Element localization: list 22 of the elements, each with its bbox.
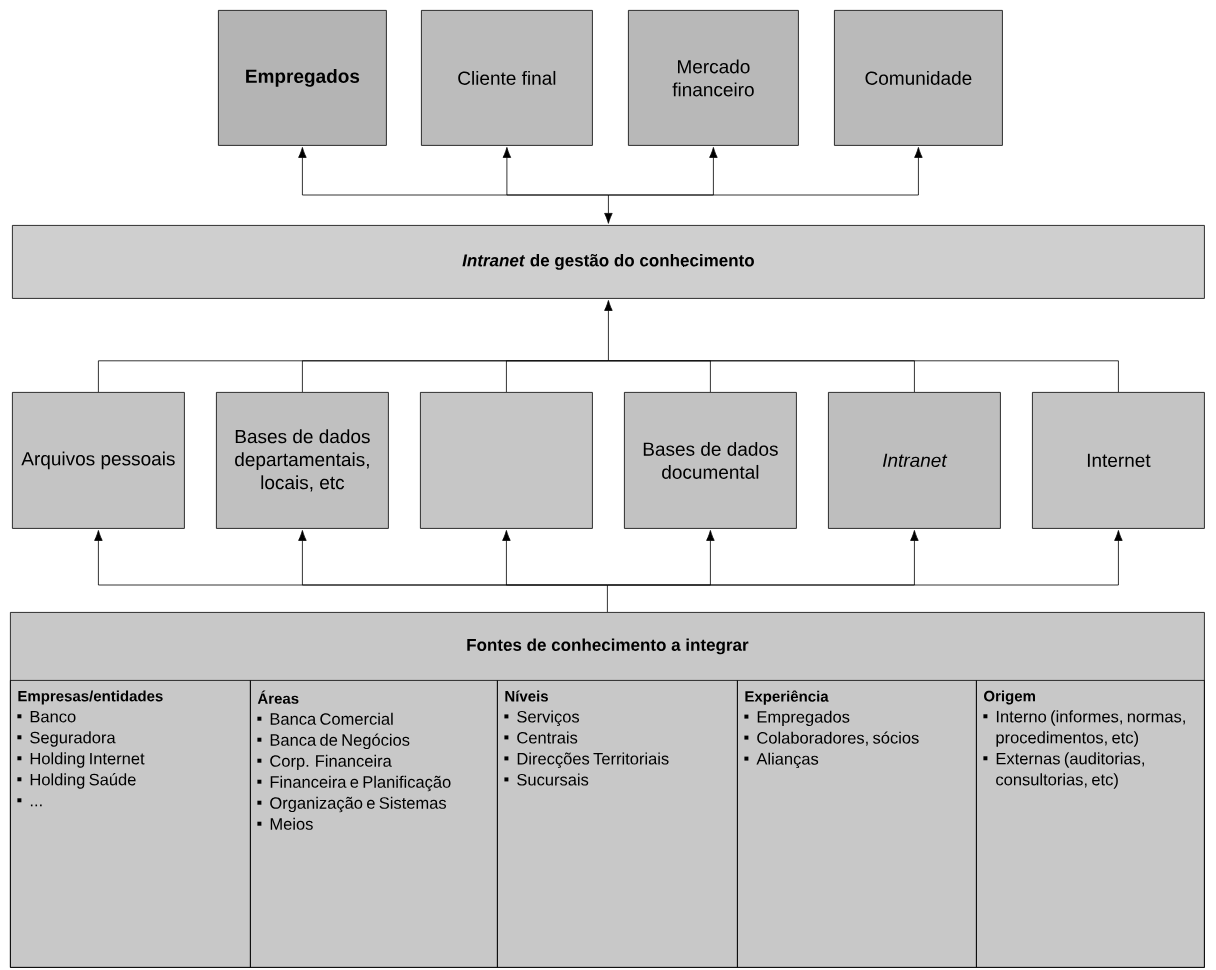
platform-bar: Intranet de gestão do conhecimento	[12, 225, 1205, 299]
category-column: Origem Interno (informes, normas, procedimentos, etc) Externas (auditorias, consultorias, etc)	[976, 680, 1205, 968]
process-box: Empregados	[218, 10, 387, 146]
category-column: Níveis Serviços Centrais Direcções Territoriais Sucursais	[497, 680, 738, 968]
process-box: Bases de dados documental	[624, 392, 797, 529]
process-box: Intranet	[828, 392, 1001, 529]
arrow	[608, 147, 923, 196]
arrow	[607, 530, 1123, 586]
arrow	[604, 300, 613, 362]
process-box: Cliente final	[421, 10, 593, 146]
arrow	[502, 147, 609, 196]
process-box: Internet	[1032, 392, 1205, 529]
category-column: Empresas/entidades Banco Seguradora Holding Internet Holding Saúde ...	[10, 680, 251, 968]
process-box	[420, 392, 593, 529]
arrow	[604, 194, 613, 224]
arrow	[502, 530, 608, 586]
process-box: Arquivos pessoais	[12, 392, 185, 529]
category-column: Áreas Banca Comercial Banca de Negócios Corp. Financeira Financeira e Planificação Organização e Sistemas Meios	[250, 680, 498, 968]
process-box: Comunidade	[834, 10, 1003, 146]
process-box: Bases de dados departamentais, locais, etc	[216, 392, 389, 529]
process-box: Mercado financeiro	[628, 10, 799, 146]
category-column: Experiência Empregados Colaboradores, sócios Alianças	[737, 680, 977, 968]
